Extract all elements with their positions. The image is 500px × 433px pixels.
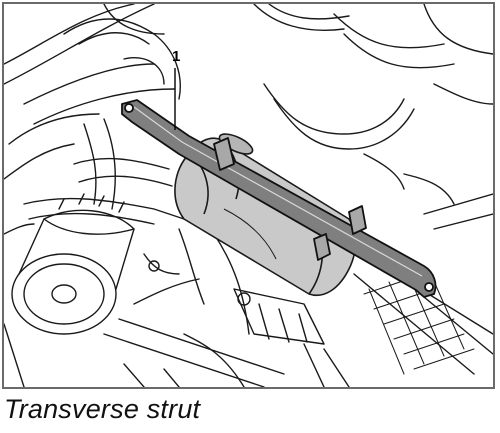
lower-engine-lines	[4, 223, 350, 387]
figure-caption: Transverse strut	[4, 394, 201, 424]
transverse-strut	[121, 99, 437, 298]
oil-filter	[11, 193, 135, 335]
engine-bay-drawing	[4, 4, 493, 387]
callout-number: 1	[172, 48, 181, 65]
upper-hose-lines	[4, 4, 181, 210]
middle-hose	[23, 157, 185, 225]
technical-illustration: 1	[2, 2, 495, 389]
grille-pattern	[363, 269, 475, 375]
